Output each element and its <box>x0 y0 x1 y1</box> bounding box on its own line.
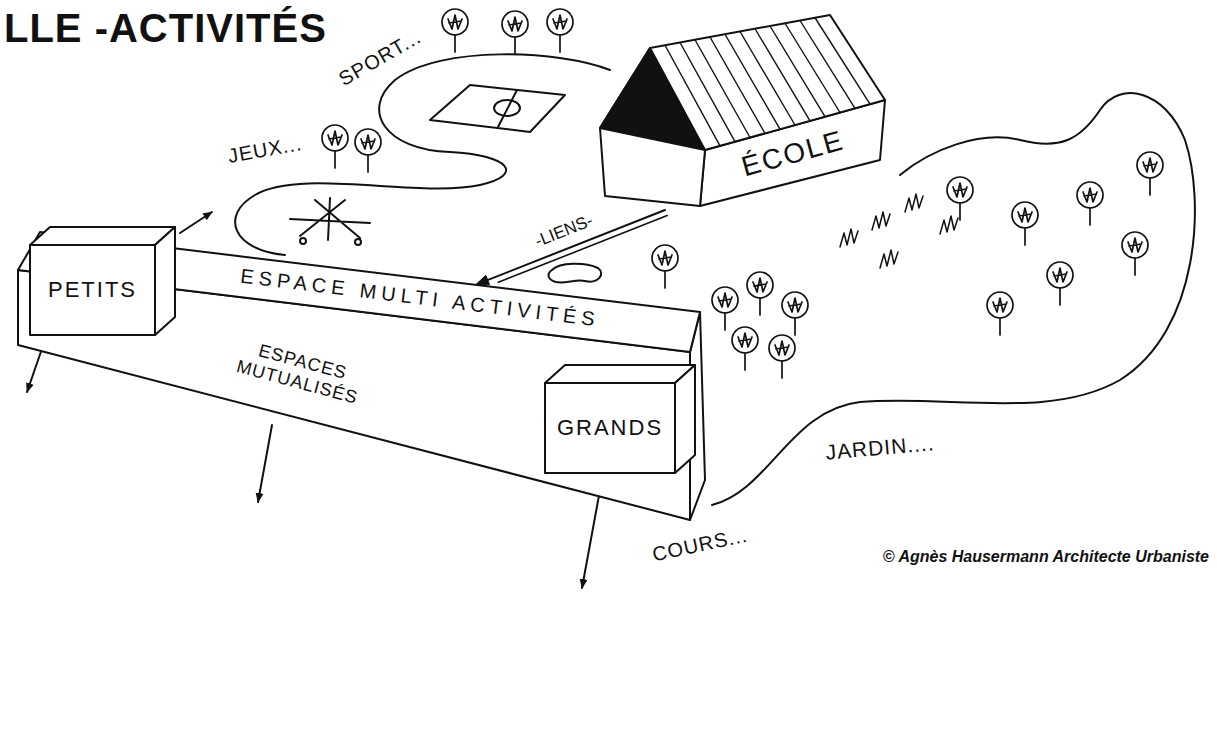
node-label: PETITS <box>48 277 137 302</box>
grass-tuft <box>872 212 890 230</box>
tree <box>947 177 973 220</box>
tree <box>1047 262 1073 305</box>
tree <box>712 287 738 330</box>
use-arrow <box>582 490 600 588</box>
play-structure <box>290 198 370 240</box>
roof-stripe <box>680 43 735 142</box>
zone-label: JARDIN.... <box>825 431 936 465</box>
courtyard-garden-outline <box>712 93 1195 505</box>
roof-stripe <box>725 34 780 129</box>
roof-stripe <box>815 18 870 104</box>
tree <box>769 335 795 378</box>
arrow-head <box>476 275 490 284</box>
room-top <box>30 227 175 245</box>
school-node: ÉCOLE <box>598 10 890 210</box>
room-front <box>30 245 155 335</box>
sport-field <box>430 85 565 132</box>
roof-stripe <box>770 26 825 117</box>
room-front <box>545 383 675 473</box>
grass-tuft <box>840 229 858 247</box>
room-side <box>675 365 695 473</box>
tree <box>442 9 468 52</box>
link-label: -LIENS- <box>528 209 599 252</box>
use-arrow <box>258 425 272 502</box>
tree <box>547 9 573 52</box>
credit-note: © Agnès Hausermann Architecte Urbaniste <box>883 548 1209 566</box>
tree <box>1077 182 1103 225</box>
tree <box>1137 152 1163 195</box>
play-structure-foot <box>300 238 306 244</box>
room-side <box>155 227 175 335</box>
zone-label: COURS... <box>650 524 750 567</box>
longbox-node: ESPACE MULTI ACTIVITÉSESPACES MUTUALISÉS… <box>15 210 705 530</box>
play-structure-foot <box>355 239 361 245</box>
tree <box>652 245 678 288</box>
roof-stripe <box>695 40 750 138</box>
sport-field-circle <box>494 100 520 116</box>
grass-tuft <box>880 250 898 268</box>
box3d-node: PETITS <box>30 227 175 335</box>
box3d-node: GRANDS <box>545 365 695 473</box>
multi-space-top <box>18 232 700 352</box>
roof-stripe <box>740 32 795 126</box>
sport-field-midline <box>498 90 517 127</box>
roof-stripe <box>710 37 765 133</box>
zone-label: SPORT... <box>335 25 425 90</box>
page-title: LLE -ACTIVITÉS <box>4 6 327 51</box>
node-label: GRANDS <box>557 415 663 440</box>
roof-stripe <box>665 45 720 146</box>
pond <box>549 264 602 283</box>
grass-tuft <box>905 194 923 212</box>
roof-stripe <box>785 23 840 112</box>
tree <box>322 125 348 168</box>
school-outline <box>598 10 890 210</box>
tree <box>1122 232 1148 275</box>
tree <box>747 272 773 315</box>
room-top <box>545 365 695 383</box>
tree <box>732 327 758 370</box>
roof-stripe <box>800 21 855 109</box>
school-roof <box>650 15 885 150</box>
tree <box>987 292 1013 335</box>
tree <box>1012 202 1038 245</box>
tree <box>355 129 381 172</box>
zone-label: JEUX... <box>226 132 304 168</box>
grass-tuft <box>940 216 958 234</box>
tree <box>502 11 528 54</box>
roof-stripe <box>755 29 810 121</box>
tree <box>782 292 808 335</box>
use-arrow <box>180 212 212 233</box>
